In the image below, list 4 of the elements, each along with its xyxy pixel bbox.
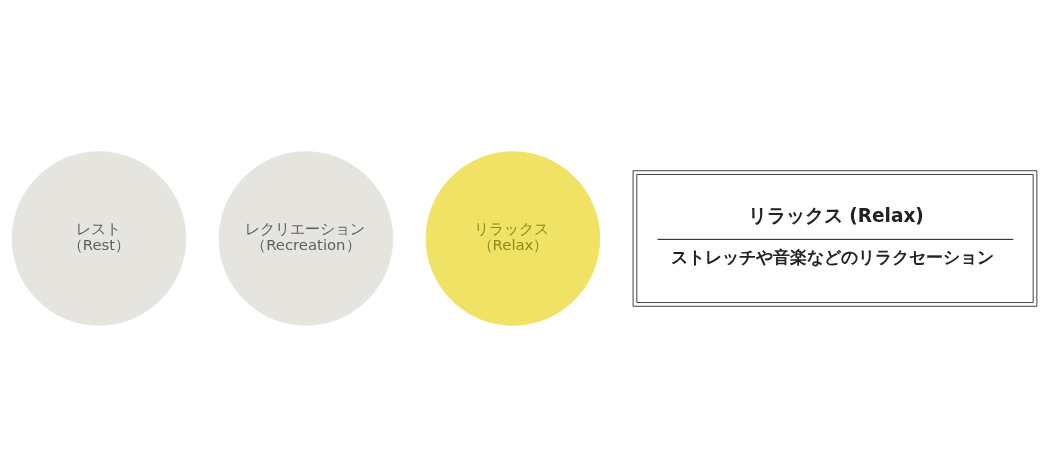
node-circle: リラックス （Relax）	[425, 150, 601, 326]
node-circle: レスト （Rest）	[11, 150, 187, 326]
node-circle: レクリエーション （Recreation）	[218, 150, 394, 326]
node-box: リラックス (Relax) ストレッチや音楽などのリラクセーション	[632, 169, 1038, 307]
